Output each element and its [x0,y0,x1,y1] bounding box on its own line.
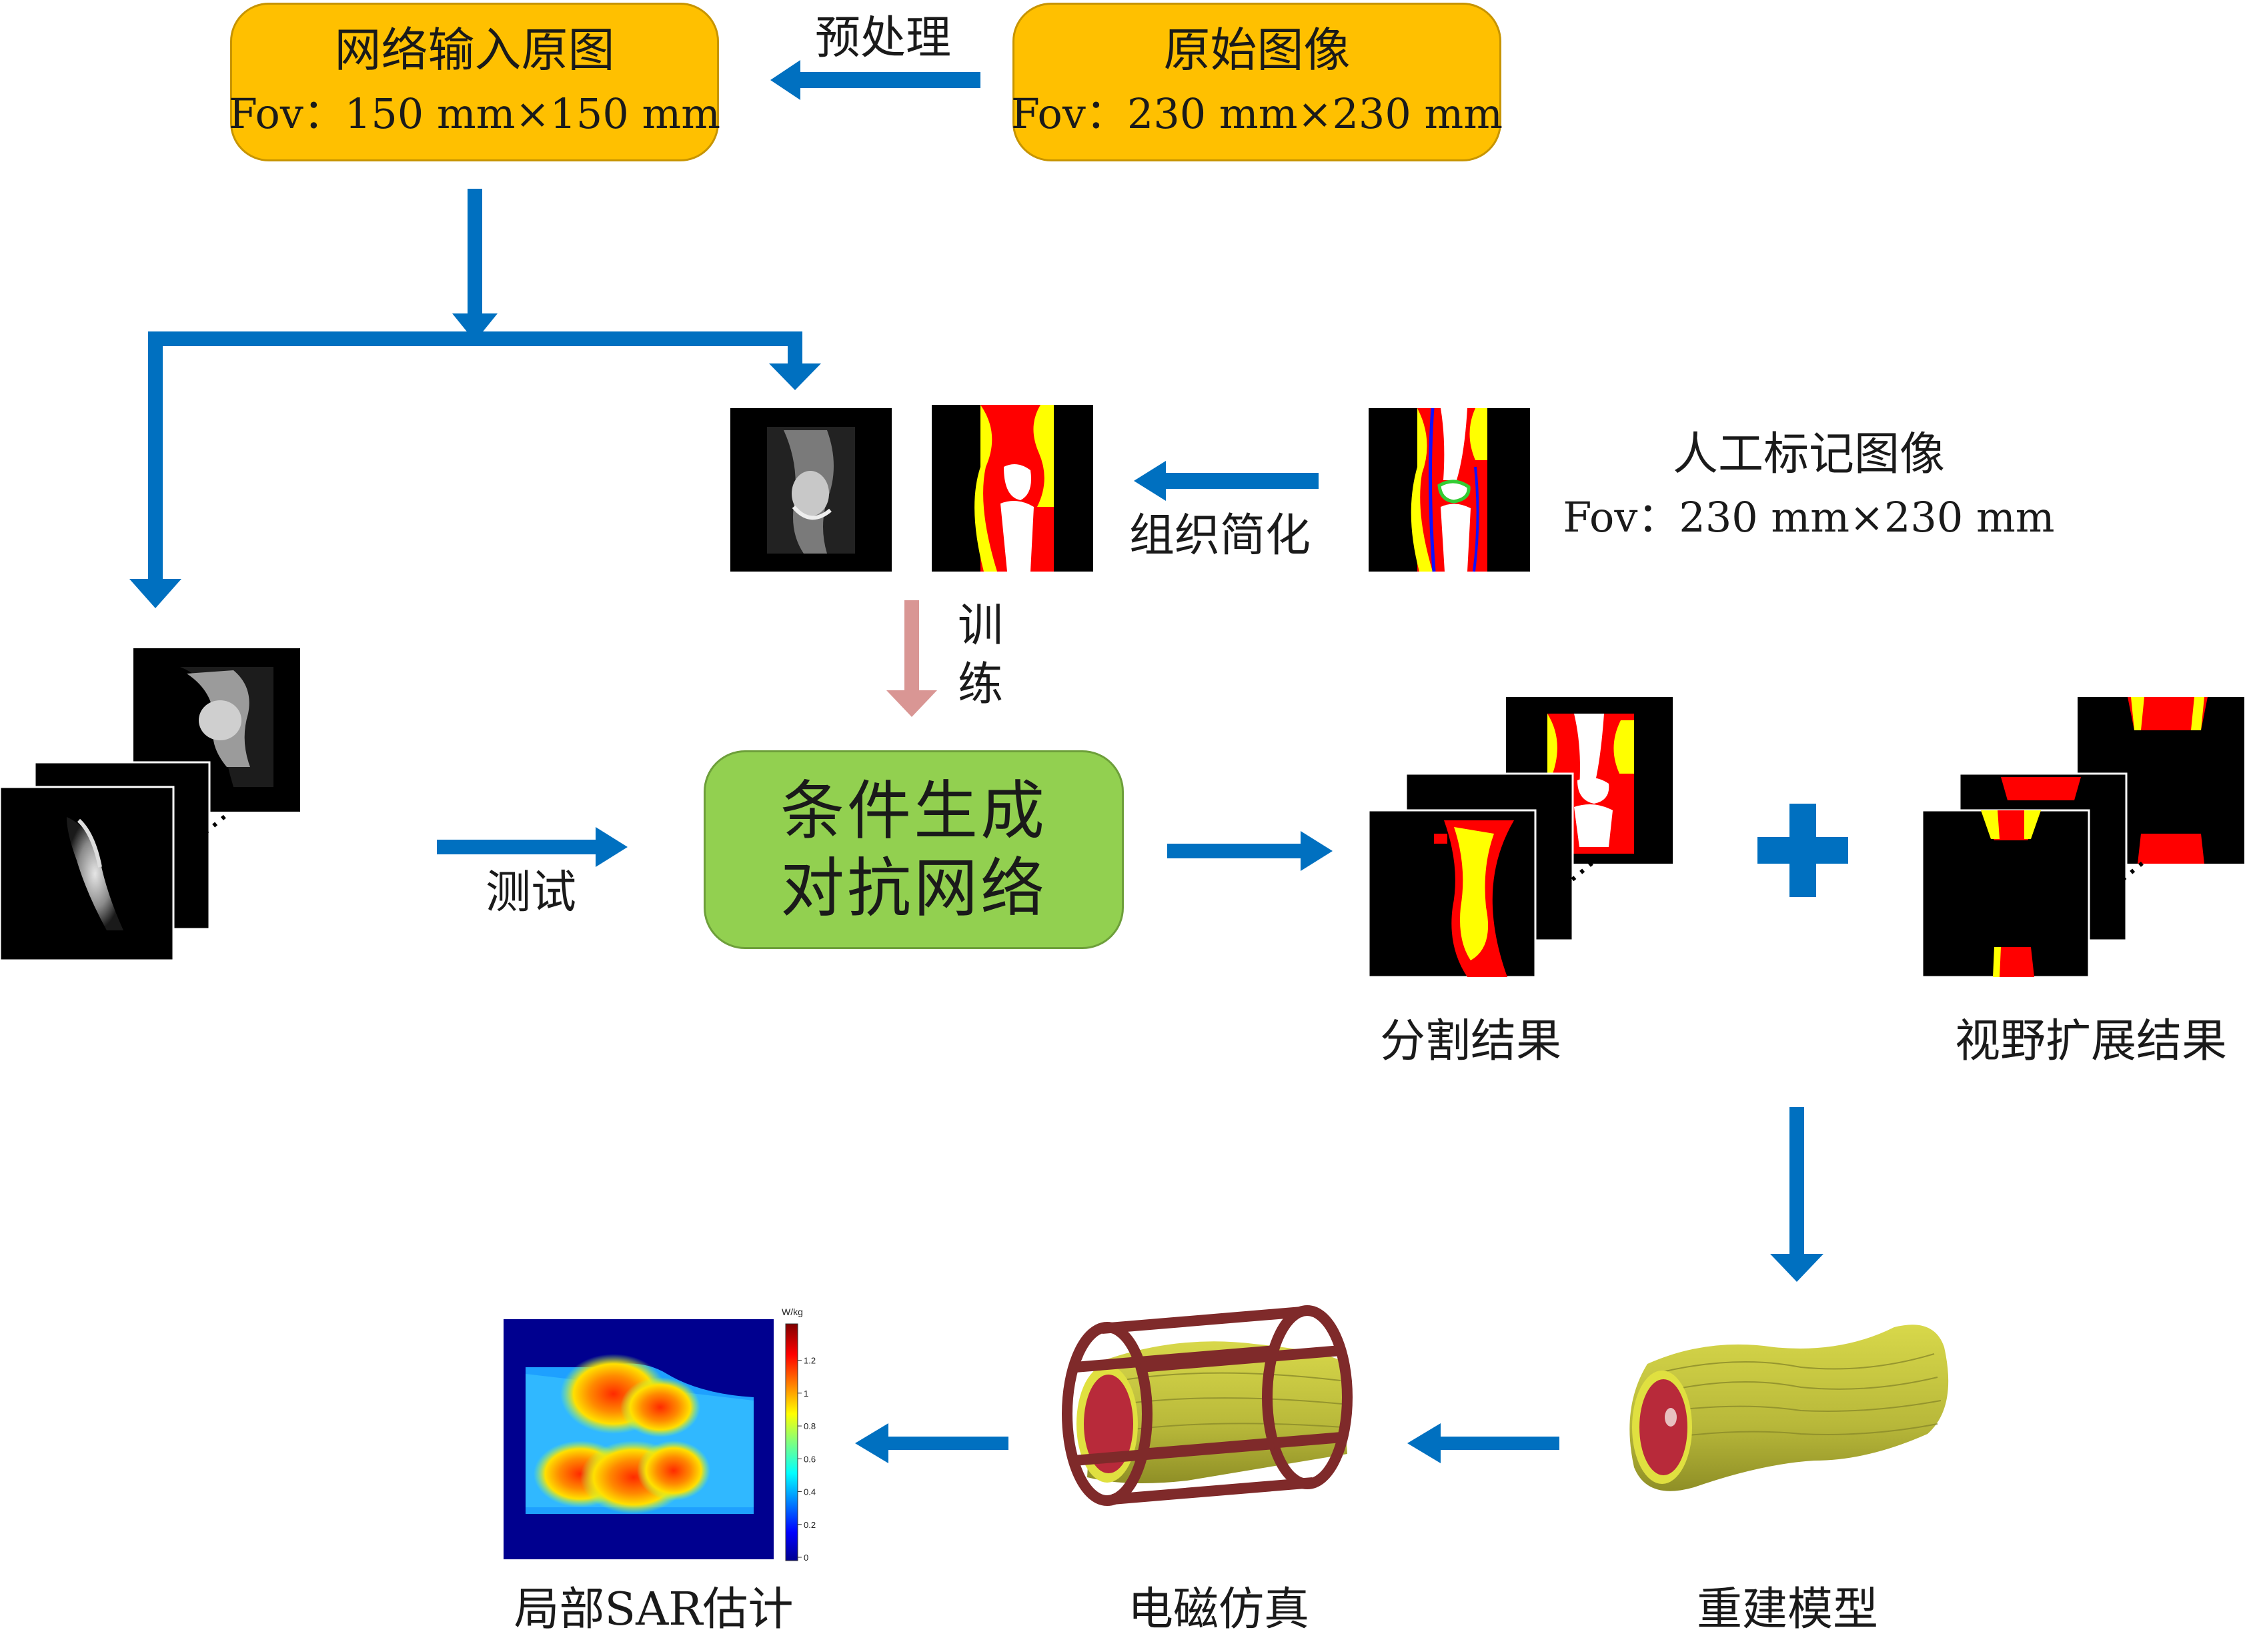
reconstructed-model [1629,1325,1949,1491]
manual-label-image [1369,407,1530,572]
arrow-test [437,827,628,867]
arrow-to-sar [855,1423,1008,1463]
colorbar-tick-label: 0.6 [804,1454,816,1464]
label-test: 测试 [486,866,577,919]
label-local-sar: 局部SAR估计 [514,1583,794,1636]
manual-label-fov: Fov：230 mm×230 mm [1563,493,2055,542]
colorbar-tick-label: 1.2 [804,1356,816,1366]
cgan-line2: 对抗网络 [780,851,1047,926]
fov-extension-stack [1921,697,2244,978]
arrow-tissue-simplify [1134,461,1319,501]
net-input-title: 网络输入原图 [334,23,615,77]
original-image-title: 原始图像 [1163,23,1351,77]
colorbar-tick-label: 1 [804,1389,808,1399]
cgan-box: 条件生成 对抗网络 [704,750,1124,949]
original-image-box: 原始图像 Fov：230 mm×230 mm [1010,3,1503,161]
arrow-to-reconstruct [1770,1107,1823,1282]
branch-line [148,331,802,346]
simplified-label-image [932,405,1093,572]
arrow-to-test-images [129,331,181,608]
colorbar-tick-label: 0.4 [804,1487,816,1497]
colorbar-tick-label: 0.8 [804,1421,816,1431]
colorbar-tick-label: 0 [804,1553,808,1563]
label-tissue-simplify: 组织简化 [1129,510,1311,562]
net-input-box: 网络输入原图 Fov：150 mm×150 mm [228,3,721,161]
sar-colorbar-ticks: 0 0.2 0.4 0.6 0.8 1 1.2 [798,1356,816,1563]
arrow-preprocess [770,60,980,100]
mri-training-image [730,408,892,572]
sar-map [504,1319,774,1559]
arrow-train [886,600,937,717]
label-preprocess: 预处理 [815,12,952,65]
label-reconstruct-model: 重建模型 [1696,1583,1879,1636]
sar-colorbar-unit: W/kg [782,1307,803,1317]
sar-colorbar [785,1323,798,1561]
test-image-stack [0,648,300,962]
label-em-simulation: 电磁仿真 [1127,1583,1310,1636]
cgan-line1: 条件生成 [780,774,1047,848]
original-image-fov: Fov：230 mm×230 mm [1010,89,1503,138]
segmentation-result-stack [1367,697,1673,978]
net-input-fov: Fov：150 mm×150 mm [228,89,721,138]
label-segmentation-result: 分割结果 [1379,1015,1562,1068]
arrow-to-training-pair [769,331,821,390]
plus-icon [1757,804,1848,897]
arrow-to-em-sim [1407,1423,1559,1463]
arrow-net-input-down [452,189,498,341]
em-simulation-coil [1062,1305,1353,1506]
label-train: 训练 [957,600,1003,711]
manual-label-title: 人工标记图像 [1672,428,1946,481]
arrow-gan-output [1167,831,1333,871]
colorbar-tick-label: 0.2 [804,1520,816,1530]
label-fov-extension-result: 视野扩展结果 [1954,1015,2228,1068]
